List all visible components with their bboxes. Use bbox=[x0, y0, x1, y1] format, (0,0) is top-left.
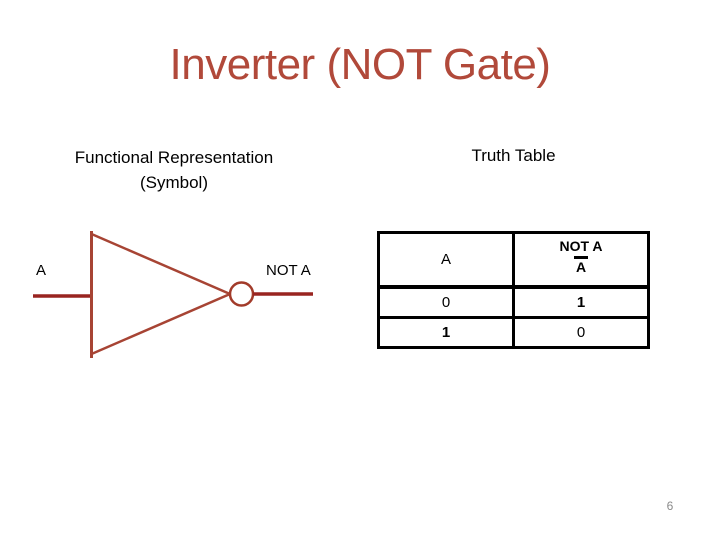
truth-table-heading: Truth Table bbox=[471, 146, 556, 165]
truth-table-header-nota: NOT A A bbox=[515, 234, 647, 285]
not-gate-symbol-icon bbox=[33, 231, 313, 358]
truth-table-row: 0 1 bbox=[380, 289, 647, 319]
gate-input-label: A bbox=[36, 262, 47, 279]
fr-heading-line1: Functional Representation bbox=[74, 148, 274, 167]
header-a-overbar: A bbox=[573, 256, 589, 274]
header-nota-text: NOT A bbox=[559, 238, 603, 254]
truth-table: A NOT A A 0 1 1 0 bbox=[377, 231, 650, 349]
truth-table-cell: 0 bbox=[576, 324, 586, 341]
gate-output-label: NOT A bbox=[266, 262, 311, 279]
fr-heading-line2: (Symbol) bbox=[139, 173, 208, 192]
gate-triangle-icon bbox=[90, 232, 234, 356]
page-number: 6 bbox=[666, 499, 674, 513]
truth-table-row: 1 0 bbox=[380, 319, 647, 346]
truth-table-header-row: A NOT A A bbox=[380, 234, 647, 289]
inversion-bubble-icon bbox=[228, 281, 255, 307]
truth-table-cell: 1 bbox=[380, 319, 515, 346]
truth-table-cell: 1 bbox=[576, 294, 586, 311]
truth-table-header-a: A bbox=[380, 234, 515, 285]
functional-representation-heading: Functional Representation (Symbol) bbox=[42, 145, 306, 195]
truth-table-cell: 0 bbox=[380, 289, 515, 316]
slide-title: Inverter (NOT Gate) bbox=[169, 40, 551, 89]
not-gate-diagram: A NOT A bbox=[20, 225, 320, 365]
